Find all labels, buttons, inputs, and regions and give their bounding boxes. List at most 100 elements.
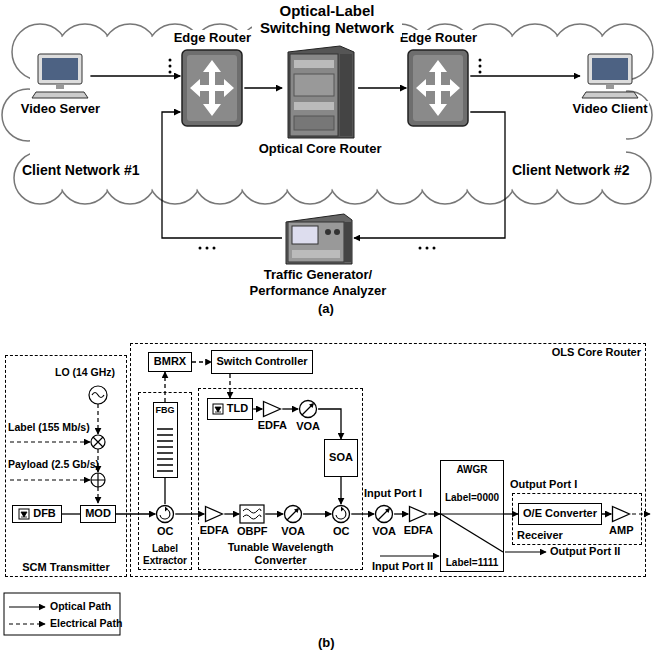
node-label: VOA (279, 525, 307, 538)
node-label: FBG (156, 405, 175, 416)
drawing-part (479, 59, 482, 62)
converter-box: O/E Converter (518, 503, 602, 525)
drawing-part (380, 555, 439, 556)
node-label: Label Extractor (143, 543, 187, 567)
drawing-part (613, 507, 630, 522)
drawing-part (419, 247, 422, 250)
drawing-part (157, 428, 173, 430)
drawing-part (243, 509, 261, 519)
node-label: Label=0000 (445, 492, 499, 504)
network-title: Optical-Label Switching Network (252, 2, 402, 37)
node-label: TLD (227, 402, 248, 415)
awgr-box: Label=0000Label=1111AWGR (440, 460, 504, 572)
optical-connector (358, 87, 406, 88)
drawing-part (334, 229, 340, 235)
port-label: Input Port I (364, 487, 422, 500)
drawing-part (333, 506, 350, 523)
electrical-connector (602, 513, 611, 514)
converter-group: Tunable Wavelength ConverterTLDEDFAVOASO… (198, 388, 363, 570)
drawing-part (89, 386, 107, 404)
drawing-part (336, 509, 346, 519)
attenuator-symbol-icon (298, 399, 318, 419)
node-label: Label=1111 (446, 557, 499, 569)
drawing-part (479, 71, 482, 74)
drawing-part (410, 507, 427, 522)
drawing-part (160, 509, 170, 519)
node-label: AMP (607, 524, 635, 537)
node-label: Video Client (571, 101, 650, 117)
port-label: Client Network #2 (512, 162, 629, 178)
soa-box: SOA (324, 439, 358, 477)
node-label: EDFA (198, 524, 231, 537)
port-label: Client Network #1 (22, 162, 139, 178)
drawing-part (341, 507, 344, 512)
optical-connector (354, 112, 505, 238)
drawing-part (294, 74, 334, 96)
edge-router-icon (406, 48, 470, 128)
drawing-part (294, 102, 334, 110)
drawing-part (264, 402, 281, 417)
drawing-part (213, 404, 223, 414)
panel-tag: (b) (318, 636, 335, 651)
grating-box: FBG (153, 402, 178, 478)
drawing-part (187, 55, 237, 121)
drawing-part (97, 404, 98, 434)
drawing-part (9, 623, 45, 624)
extractor-group: Label ExtractorFBGOC (138, 392, 192, 570)
port-label: Output Port II (550, 545, 620, 558)
drawing-part (606, 84, 614, 89)
drawing-part (206, 247, 209, 250)
node-label: DFB (33, 507, 56, 520)
drawing-part (294, 116, 334, 130)
drawing-part (157, 446, 173, 448)
legend-text: Electrical Path (50, 617, 122, 629)
drawing-part (288, 222, 344, 262)
attenuator-symbol-icon (374, 504, 394, 524)
drawing-part (240, 505, 264, 523)
drawing-part (182, 50, 242, 126)
node-label: EDFA (256, 419, 289, 432)
drawing-part (157, 470, 173, 472)
drawing-part (433, 247, 436, 250)
optical-connector (62, 513, 80, 514)
drawing-part (157, 434, 173, 436)
drawing-part (157, 452, 173, 454)
circulator-icon (155, 504, 175, 524)
node-label: Optical Core Router (257, 141, 384, 157)
amplifier-triangle: AMP (607, 505, 636, 537)
awgr-paths (441, 461, 503, 571)
electrical-connector (192, 361, 212, 362)
filter-symbol: OBPF (235, 504, 270, 538)
laser-symbol (212, 403, 224, 415)
drawing-part (416, 79, 460, 97)
drawing-part (206, 507, 223, 522)
grating-hatch (154, 425, 176, 475)
traffic-analyzer-icon (282, 210, 354, 266)
node-label: OBPF (235, 525, 270, 538)
receiver-group: ReceiverO/E ConverterAMP (512, 493, 642, 545)
drawing-part (10, 441, 90, 442)
port-label: Output Port I (510, 478, 577, 491)
drawing-part (290, 54, 338, 136)
drawing-part (91, 473, 105, 487)
drawing-part (408, 50, 468, 126)
drawing-part (10, 479, 90, 480)
drawing-part (441, 514, 503, 552)
electrical-connector (229, 374, 230, 398)
drawing-part (582, 92, 638, 98)
port-label: LO (14 GHz) (55, 366, 115, 378)
attenuator-symbol: VOA (294, 399, 322, 433)
drawing-part (287, 509, 298, 520)
core-router: Optical Core Router (257, 44, 384, 157)
drawing-part (91, 435, 105, 449)
filter-symbol-icon (239, 504, 265, 524)
laser-symbol (18, 508, 30, 520)
node-label: MOD (85, 507, 111, 520)
drawing-part (165, 507, 168, 512)
node-label: SCM Transmitter (10, 561, 122, 574)
node-label: Edge Router (172, 30, 253, 46)
legend-text: Optical Path (50, 600, 111, 612)
optical-connector (470, 75, 580, 76)
drawing-part (302, 404, 313, 415)
